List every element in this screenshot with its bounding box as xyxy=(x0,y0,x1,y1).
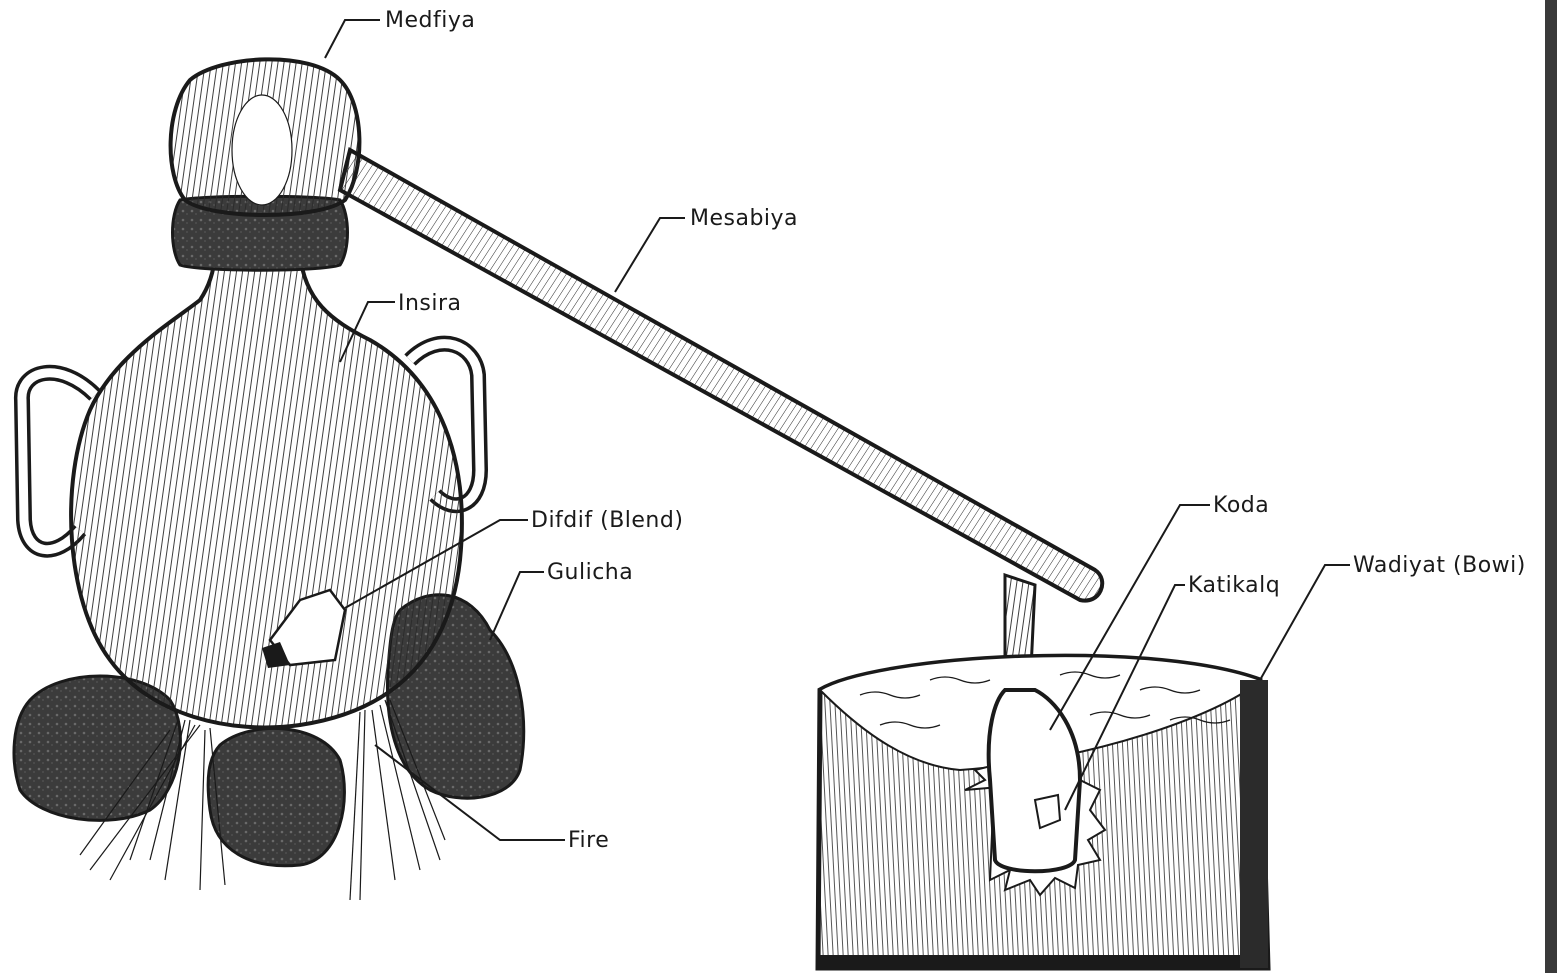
insira-pot xyxy=(22,255,480,727)
label-difdif: Difdif (Blend) xyxy=(531,510,683,532)
label-wadiyat: Wadiyat (Bowi) xyxy=(1353,555,1526,577)
stone-middle xyxy=(208,728,344,865)
label-fire: Fire xyxy=(568,830,609,852)
scan-edge xyxy=(1545,0,1557,973)
label-koda: Koda xyxy=(1213,495,1269,517)
label-mesabiya: Mesabiya xyxy=(690,208,798,230)
label-medfiya: Medfiya xyxy=(385,10,475,32)
label-katikalq: Katikalq xyxy=(1188,575,1280,597)
label-gulicha: Gulicha xyxy=(547,562,633,584)
label-insira: Insira xyxy=(398,293,462,315)
